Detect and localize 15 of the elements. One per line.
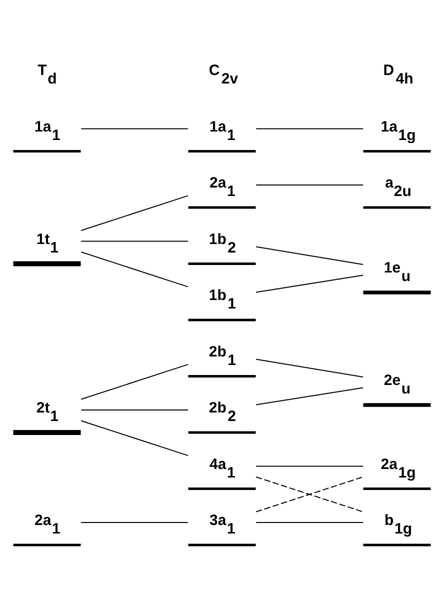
connector	[80, 128, 189, 129]
connector	[256, 476, 364, 512]
connector	[80, 240, 189, 242]
connector	[256, 128, 364, 129]
connector	[80, 194, 189, 231]
connector	[256, 246, 364, 265]
connector	[256, 465, 364, 466]
connector	[256, 184, 364, 185]
connector	[80, 363, 189, 400]
connector	[80, 250, 189, 287]
connector	[256, 358, 364, 378]
connector	[256, 386, 364, 405]
connector	[80, 409, 189, 410]
connector	[80, 420, 189, 456]
connector	[256, 274, 364, 292]
